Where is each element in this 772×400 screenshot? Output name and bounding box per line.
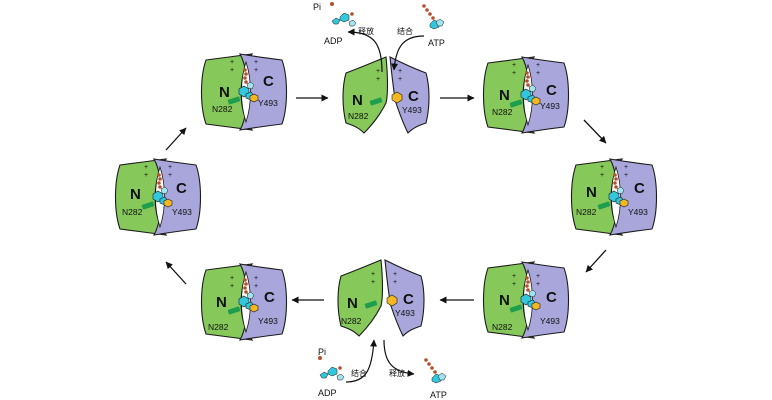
n-domain-label: N (352, 92, 363, 109)
charge-marker: + (371, 271, 375, 278)
charge-marker: + (144, 164, 148, 171)
state-top-center: N C N282 Y493 + + + + (342, 56, 430, 134)
charge-marker: + (536, 62, 540, 69)
atp-label: ATP (428, 38, 445, 48)
n282-label: N282 (341, 316, 362, 326)
n282-label: N282 (212, 104, 233, 114)
charge-marker: + (376, 68, 380, 75)
n-domain-label: N (219, 84, 230, 101)
cycle-arrow (165, 127, 187, 151)
cycle-arrow (585, 249, 607, 273)
c-domain-label: C (546, 289, 557, 306)
pi-label: Pi (313, 2, 321, 12)
n-domain-label: N (499, 292, 510, 309)
charge-marker: + (624, 172, 628, 179)
n-domain-label: N (347, 295, 358, 312)
charge-marker: + (230, 275, 234, 282)
charge-marker: + (512, 70, 516, 77)
charge-marker: + (230, 59, 234, 66)
c-domain-label: C (263, 73, 274, 90)
y493-label: Y493 (395, 308, 415, 318)
charge-marker: + (168, 172, 172, 179)
c-domain-label: C (403, 291, 414, 308)
charge-marker: + (168, 164, 172, 171)
charge-marker: + (393, 279, 397, 286)
n282-label: N282 (576, 207, 597, 217)
charge-marker: + (512, 281, 516, 288)
charge-marker: + (398, 76, 402, 83)
adp-label: ADP (318, 388, 337, 398)
charge-marker: + (371, 279, 375, 286)
charge-marker: + (536, 70, 540, 77)
release-arrow (383, 339, 415, 377)
charge-marker: + (144, 172, 148, 179)
charge-marker: + (624, 164, 628, 171)
c-domain-label: C (408, 88, 419, 105)
bind-arrow (391, 35, 425, 71)
charge-marker: + (230, 283, 234, 290)
atp-label: ATP (430, 390, 447, 400)
charge-marker: + (230, 67, 234, 74)
n282-label: N282 (122, 207, 143, 217)
charge-marker: + (254, 59, 258, 66)
cycle-arrow (165, 261, 187, 285)
y493-label: Y493 (540, 101, 560, 111)
pi-label: Pi (318, 347, 326, 357)
bind-label: 结合 (351, 368, 367, 378)
n-domain-label: N (216, 294, 227, 311)
charge-marker: + (512, 62, 516, 69)
state-bottom-left: N C N282 Y493 + + + + (200, 263, 288, 341)
pi-adp-icon (317, 355, 345, 381)
n-domain-label: N (130, 186, 141, 203)
state-bottom-right: N C N282 Y493 + + + + (482, 261, 570, 339)
charge-marker: + (536, 281, 540, 288)
adp-label: ADP (324, 36, 343, 46)
cycle-arrows (165, 94, 607, 304)
y493-label: Y493 (628, 207, 648, 217)
y493-label: Y493 (402, 105, 422, 115)
state-left: N C N282 Y493 + + + + (114, 158, 202, 236)
c-domain-label: C (634, 180, 645, 197)
state-right: N C N282 Y493 + + + + (570, 158, 658, 236)
charge-marker: + (393, 271, 397, 278)
state-top-left: N C N282 Y493 + + + + (200, 53, 288, 131)
n282-label: N282 (348, 111, 369, 121)
c-domain-label: C (264, 289, 275, 306)
release-label: 释放 (358, 26, 374, 36)
y493-label: Y493 (172, 207, 192, 217)
charge-marker: + (600, 164, 604, 171)
bind-label: 结合 (397, 26, 413, 36)
cycle-arrow (583, 119, 607, 144)
n282-label: N282 (492, 107, 513, 117)
charge-marker: + (254, 67, 258, 74)
charge-marker: + (376, 76, 380, 83)
release-label: 释放 (389, 368, 405, 378)
charge-marker: + (398, 68, 402, 75)
bottom-ligand-exchange: Pi ADP 结合 释放 ATP (317, 339, 447, 400)
release-arrow (347, 28, 383, 73)
n282-label: N282 (492, 322, 513, 332)
charge-marker: + (536, 273, 540, 280)
n-domain-label: N (499, 87, 510, 104)
y493-label: Y493 (258, 316, 278, 326)
c-domain-label: C (546, 82, 557, 99)
atp-icon (421, 3, 445, 30)
charge-marker: + (600, 172, 604, 179)
y493-label: Y493 (258, 98, 278, 108)
state-top-right: N C N282 Y493 + + + + (482, 56, 570, 134)
pi-adp-icon (329, 1, 357, 27)
n282-label: N282 (208, 322, 229, 332)
c-domain-label: C (176, 180, 187, 197)
top-ligand-exchange: Pi ADP 释放 ATP 结合 (313, 1, 445, 73)
charge-marker: + (254, 283, 258, 290)
state-bottom-center: N C N282 Y493 + + + + (337, 259, 425, 337)
n-domain-label: N (586, 184, 597, 201)
y493-label: Y493 (540, 316, 560, 326)
charge-marker: + (254, 275, 258, 282)
atp-icon (423, 357, 447, 384)
charge-marker: + (512, 273, 516, 280)
bind-arrow (345, 339, 378, 383)
